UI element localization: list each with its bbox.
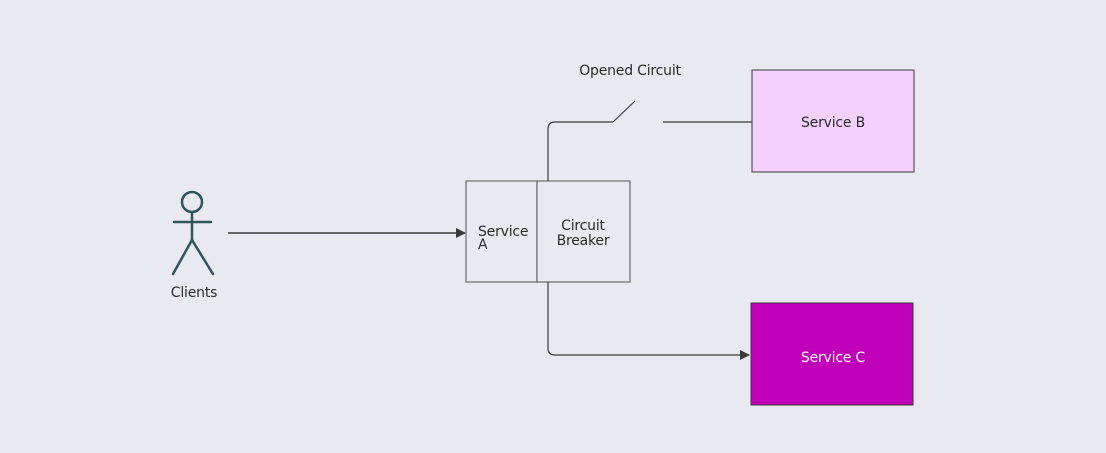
service-a-label: Service: [478, 224, 528, 240]
circuit-breaker-label-line2: Breaker: [557, 233, 610, 249]
opened-switch-lever: [612, 100, 636, 123]
actor-head: [180, 190, 204, 214]
clients-actor: [171, 190, 215, 276]
service-c-box: [750, 302, 914, 406]
circuit-breaker-box: [536, 180, 631, 283]
service-c-path: [547, 282, 750, 360]
service-b-label: Service B: [801, 115, 865, 131]
opened-circuit-label: Opened Circuit: [579, 63, 681, 79]
service-a-label-line1: Service: [478, 224, 528, 240]
circuit-breaker-label-line1: Circuit: [561, 218, 605, 234]
actor-left-leg: [171, 238, 194, 276]
clients-label: Clients: [171, 285, 217, 301]
opened-circuit-path: [547, 121, 613, 181]
service-a-box: [465, 180, 538, 283]
service-b-box: [751, 69, 915, 173]
service-a-label-line2: A: [478, 237, 488, 253]
service-a-label-second: A: [478, 237, 488, 253]
service-c-label: Service C: [801, 350, 866, 366]
circuit-breaker-label: Circuit: [561, 218, 605, 234]
actor-right-leg: [190, 238, 215, 276]
circuit-breaker-label-second: Breaker: [557, 233, 610, 249]
